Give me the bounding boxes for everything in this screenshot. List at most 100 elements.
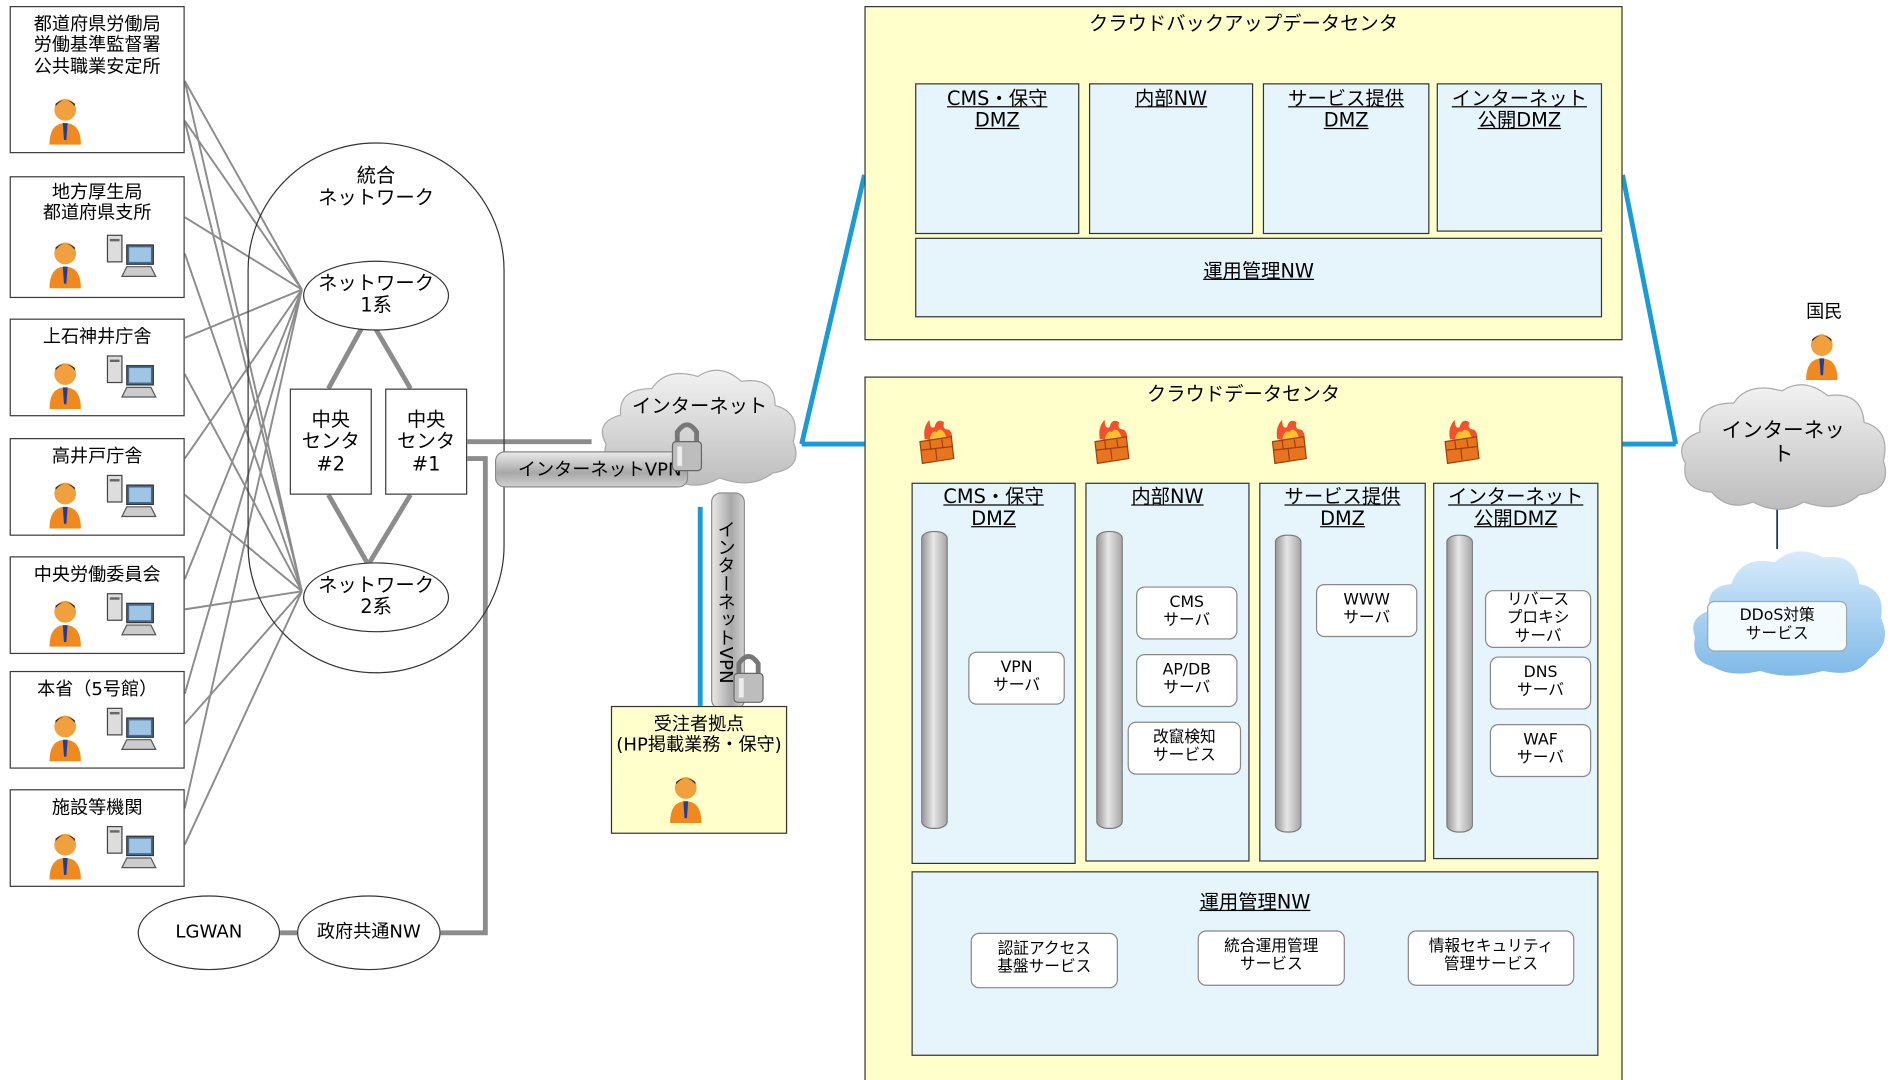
site-box-kamishakujii: 上石神井庁舎 — [9, 318, 185, 417]
site-label: 本省（5号館） — [37, 678, 158, 700]
person-icon — [47, 831, 83, 884]
site-box-labor-bureau: 都道府県労働局 労働基準監督署 公共職業安定所 — [9, 6, 185, 154]
network-2-label: ネットワーク 2系 — [318, 573, 435, 619]
central-center-1-label: 中央 センタ #1 — [397, 407, 456, 476]
pc-icon — [103, 824, 159, 880]
network-segment-icon — [1446, 534, 1473, 833]
lock-icon — [671, 420, 703, 478]
zone-label: 内部NW — [1134, 86, 1208, 110]
site-label: 施設等機関 — [51, 796, 143, 819]
server-label: CMS サーバ — [1163, 593, 1211, 630]
zone-label: CMS・保守 DMZ — [943, 485, 1044, 531]
person-icon — [47, 361, 83, 414]
internet-left-label: インターネット — [632, 394, 768, 418]
service-label: 認証アクセス 基盤サービス — [997, 940, 1092, 977]
gov-nw-node: 政府共通NW — [296, 895, 441, 971]
site-label: 地方厚生局 都道府県支所 — [42, 181, 152, 224]
ddos-cloud: DDoS対策 サービス — [1688, 541, 1893, 683]
person-icon — [47, 240, 83, 293]
zone-label: サービス提供 DMZ — [1284, 485, 1401, 531]
site-label: 上石神井庁舎 — [42, 325, 152, 348]
integrated-ops-service: 統合運用管理 サービス — [1197, 930, 1345, 986]
pc-icon — [103, 706, 159, 762]
network-segment-icon — [1096, 530, 1123, 830]
lock-icon — [733, 652, 764, 710]
person-icon — [47, 599, 83, 652]
citizen-label: 国民 — [1806, 300, 1843, 323]
pc-icon — [103, 473, 159, 529]
server-label: WAF サーバ — [1517, 731, 1564, 768]
person-icon — [47, 97, 83, 150]
pc-icon — [103, 233, 159, 289]
server-label: AP/DB サーバ — [1162, 661, 1211, 698]
site-box-regional-welfare: 地方厚生局 都道府県支所 — [9, 176, 185, 299]
zone-label: インターネット 公開DMZ — [1451, 86, 1587, 133]
server-label: DNS サーバ — [1517, 663, 1564, 700]
contractor-label: 受注者拠点 (HP掲載業務・保守) — [616, 713, 782, 756]
vpn-vertical-label: インターネットVPN — [715, 520, 737, 684]
central-center-1: 中央 センタ #1 — [385, 388, 468, 495]
server-label: リバース プロキシ サーバ — [1506, 591, 1570, 646]
server-label: VPN サーバ — [993, 658, 1041, 695]
internet-right-label: インターネッ ト — [1721, 418, 1845, 467]
firewall-icon — [1270, 418, 1309, 471]
backup-dc-title: クラウドバックアップデータセンタ — [1088, 12, 1399, 35]
internet-cloud-right: インターネッ ト — [1673, 376, 1893, 518]
network-1-label: ネットワーク 1系 — [318, 271, 435, 317]
reverse-proxy-server: リバース プロキシ サーバ — [1484, 590, 1592, 648]
gov-nw-label: 政府共通NW — [316, 920, 421, 943]
server-label: 改竄検知 サービス — [1152, 728, 1216, 765]
zone-label: サービス提供 DMZ — [1288, 86, 1405, 133]
service-label: 統合運用管理 サービス — [1224, 937, 1319, 974]
contractor-site: 受注者拠点 (HP掲載業務・保守) — [610, 705, 788, 834]
site-box-takaido: 高井戸庁舎 — [9, 438, 185, 536]
zone-label: インターネット 公開DMZ — [1448, 485, 1584, 531]
site-label: 中央労働委員会 — [33, 563, 161, 586]
firewall-icon — [918, 418, 957, 471]
site-box-central-labor-committee: 中央労働委員会 — [9, 556, 185, 655]
person-icon — [668, 775, 704, 828]
backup-zone-service: サービス提供 DMZ — [1262, 83, 1430, 235]
central-center-2: 中央 センタ #2 — [289, 388, 372, 495]
zone-label: CMS・保守 DMZ — [947, 86, 1048, 133]
ddos-label: DDoS対策 サービス — [1739, 606, 1815, 644]
www-server: WWW サーバ — [1315, 584, 1418, 638]
integrated-network-title: 統合 ネットワーク — [318, 164, 435, 210]
backup-zone-internal: 内部NW — [1088, 83, 1254, 235]
vpn-tunnel-horizontal: インターネットVPN — [494, 451, 689, 488]
tamper-detection-service: 改竄検知 サービス — [1127, 721, 1242, 775]
network-2-node: ネットワーク 2系 — [303, 562, 450, 633]
network-1-node: ネットワーク 1系 — [303, 260, 450, 331]
blue-links — [697, 174, 1679, 706]
pc-icon — [103, 354, 159, 410]
dns-server: DNS サーバ — [1489, 656, 1592, 710]
firewall-icon — [1443, 418, 1482, 471]
integrated-network: 統合 ネットワーク — [247, 142, 505, 674]
service-label: 情報セキュリティ 管理サービス — [1428, 937, 1554, 974]
site-label: 高井戸庁舎 — [51, 445, 143, 467]
central-center-2-label: 中央 センタ #2 — [301, 407, 360, 476]
backup-ops-nw: 運用管理NW — [915, 237, 1603, 318]
network-segment-icon — [921, 530, 948, 830]
site-box-main-ministry: 本省（5号館） — [9, 670, 185, 769]
server-label: WWW サーバ — [1343, 591, 1391, 628]
site-box-facilities: 施設等機関 — [9, 789, 185, 887]
backup-zone-cms: CMS・保守 DMZ — [915, 83, 1080, 235]
person-icon — [47, 480, 83, 533]
security-mgmt-service: 情報セキュリティ 管理サービス — [1407, 930, 1575, 986]
waf-server: WAF サーバ — [1489, 724, 1592, 778]
pc-icon — [103, 591, 159, 647]
zone-label: 内部NW — [1131, 485, 1204, 509]
ops-label: 運用管理NW — [1203, 259, 1315, 283]
network-segment-icon — [1274, 534, 1302, 833]
cms-server: CMS サーバ — [1136, 586, 1238, 640]
lgwan-label: LGWAN — [175, 920, 243, 943]
site-label: 都道府県労働局 労働基準監督署 公共職業安定所 — [33, 13, 161, 77]
backup-zone-public: インターネット 公開DMZ — [1436, 83, 1603, 232]
person-icon — [1804, 332, 1840, 385]
ops-label: 運用管理NW — [1199, 890, 1311, 914]
vpn-horizontal-label: インターネットVPN — [517, 458, 682, 481]
firewall-icon — [1093, 418, 1132, 471]
lgwan-node: LGWAN — [137, 895, 281, 971]
